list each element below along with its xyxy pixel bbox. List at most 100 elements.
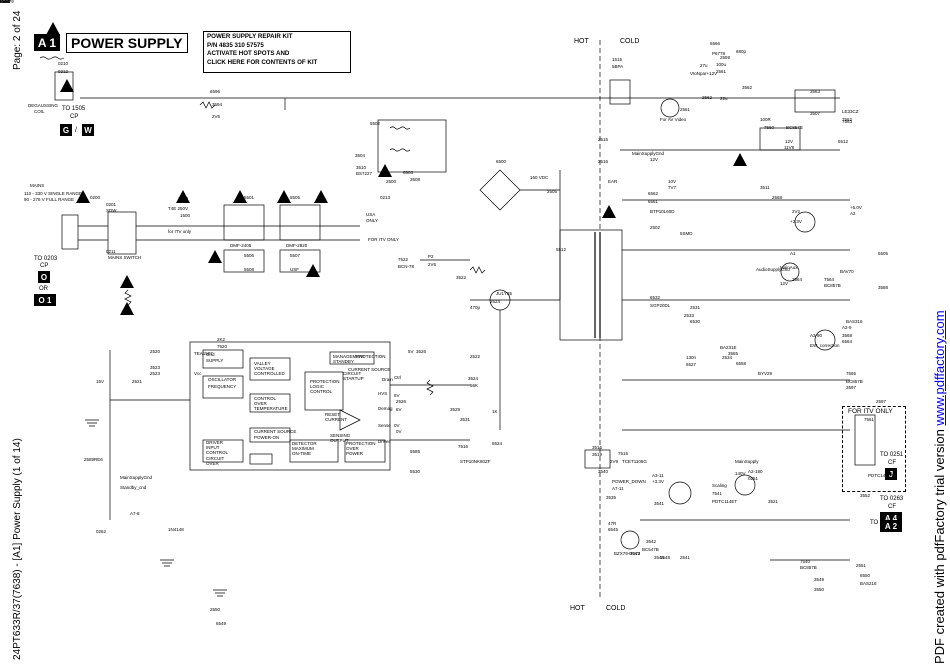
- component-label: BS7227: [356, 171, 373, 176]
- component-label: 6524: [492, 441, 503, 446]
- component-label: 2551: [856, 563, 867, 568]
- pdffactory-link[interactable]: www.pdffactory.com: [932, 310, 947, 426]
- component-label: ON-TIME: [292, 451, 311, 456]
- component-label: 2523: [150, 371, 161, 376]
- repair-kit-box[interactable]: POWER SUPPLY REPAIR KIT P/N 4835 310 575…: [203, 31, 351, 73]
- component-label: MainSupplyGnd: [120, 475, 153, 480]
- kit-line: POWER SUPPLY REPAIR KIT: [207, 33, 293, 40]
- component-label: 0211: [106, 249, 116, 254]
- component-label: 3562: [742, 85, 753, 90]
- component-label: 0210: [58, 61, 69, 66]
- mains-or-label: OR: [39, 286, 48, 292]
- warning-icon: [208, 250, 222, 263]
- component-label: PDTC143ET: [868, 473, 894, 478]
- component-label: 3563: [810, 89, 821, 94]
- component-label: 27u: [700, 63, 708, 68]
- component-label: A7-11: [612, 486, 624, 491]
- component-label: JU1Y35: [496, 291, 513, 296]
- component-label: P2: [428, 254, 434, 259]
- component-label: BC857B: [846, 379, 863, 384]
- component-label: 3V3: [0, 0, 9, 4]
- warning-icon: [233, 190, 247, 203]
- component-label: PROTECTION: [346, 441, 376, 446]
- kit-line: P/N 4835 310 57575: [207, 41, 264, 49]
- component-label: CIRCUIT: [206, 456, 225, 461]
- component-label: Drain: [382, 377, 393, 382]
- itv-connector-to: TO 0251: [880, 452, 904, 458]
- component-label: OVER: [254, 401, 267, 406]
- section-badge: A 1: [34, 34, 60, 51]
- component-label: 1N4148: [168, 527, 184, 532]
- component-label: BAS316: [846, 319, 863, 324]
- filter-5505: [279, 204, 321, 241]
- a2-connector-to: TO: [870, 520, 879, 526]
- component-label: 0262: [96, 529, 107, 534]
- component-label: Ctrl: [394, 375, 401, 380]
- component-label: 2559: [720, 55, 731, 60]
- ic-block: [202, 439, 244, 463]
- component-label: POWER: [346, 451, 364, 456]
- winding: [389, 126, 411, 152]
- component-label: 5585: [410, 449, 421, 454]
- resistor: [469, 266, 486, 274]
- component-label: 2534: [722, 355, 733, 360]
- component-label: 7565: [846, 371, 857, 376]
- warning-icon: [314, 190, 328, 203]
- connector-letter-a2[interactable]: A 2: [880, 520, 902, 532]
- component-label: Vcc: [194, 371, 202, 376]
- component-label: EAR: [608, 179, 618, 184]
- page-number: Page: 2 of 24: [12, 10, 23, 71]
- component-label: 130n: [686, 355, 697, 360]
- component-label: For AV Video: [660, 117, 687, 122]
- component-label: BAS216: [860, 581, 877, 586]
- component-label: 3544: [654, 555, 665, 560]
- component-label: 3523: [150, 365, 161, 370]
- component-label: 2502: [650, 225, 661, 230]
- component-label: SDW: [106, 208, 117, 213]
- ground-symbol: [160, 559, 174, 567]
- transistor-7543: [734, 474, 756, 496]
- component-label: 3548: [660, 555, 671, 560]
- component-label: 12V: [650, 157, 659, 162]
- connector-letter-w[interactable]: W: [82, 124, 94, 136]
- component-label: STARTUP: [343, 376, 364, 381]
- ic-block: [329, 351, 375, 365]
- itv-connector-box: [842, 406, 906, 492]
- ic-block: [289, 439, 339, 463]
- component-label: 3521: [768, 499, 779, 504]
- relay-1515: [609, 79, 631, 105]
- connector-letter-j[interactable]: J: [885, 468, 897, 480]
- transistor-7561: [814, 329, 836, 351]
- component-label: 5508: [244, 267, 255, 272]
- connector-letter-g[interactable]: G: [60, 124, 72, 136]
- a4-connector-sub: CF: [888, 504, 896, 510]
- component-label: 2531: [690, 305, 701, 310]
- component-label: 0213: [380, 195, 391, 200]
- component-label: 1K: [492, 409, 498, 414]
- ic-block: [304, 371, 344, 411]
- controller-ic-7520: [189, 341, 391, 471]
- component-label: 2524: [490, 299, 501, 304]
- itv-connector-title: FOR ITV ONLY: [848, 408, 893, 415]
- ic-block: [249, 393, 291, 413]
- pdf-footer: PDF created with pdfFactory trial versio…: [932, 310, 947, 664]
- component-label: CURRENT SOURCE: [254, 429, 297, 434]
- component-label: 2597: [876, 399, 887, 404]
- component-label: BZX79-B6V2: [614, 551, 641, 556]
- component-label: 90 - 276 V FULL RANGE: [24, 197, 75, 202]
- connector-letter-o1[interactable]: O 1: [34, 294, 56, 306]
- component-label: 2V6: [428, 262, 437, 267]
- warning-icon: [602, 205, 616, 218]
- component-label: 10V: [668, 179, 677, 184]
- component-label: POWER_DOWN: [612, 479, 646, 484]
- connector-letter-o[interactable]: O: [38, 271, 50, 283]
- component-label: 2589: [84, 457, 95, 462]
- component-label: 3588: [878, 285, 889, 290]
- component-label: CURRENT SOURCE: [348, 367, 391, 372]
- component-label: TEMPERATURE: [254, 406, 288, 411]
- component-label: 6566: [710, 41, 721, 46]
- component-label: LOGIC: [310, 384, 325, 389]
- component-label: 3565: [728, 351, 739, 356]
- component-label: 7V7: [668, 185, 677, 190]
- component-label: MANAGEMENT: [333, 354, 366, 359]
